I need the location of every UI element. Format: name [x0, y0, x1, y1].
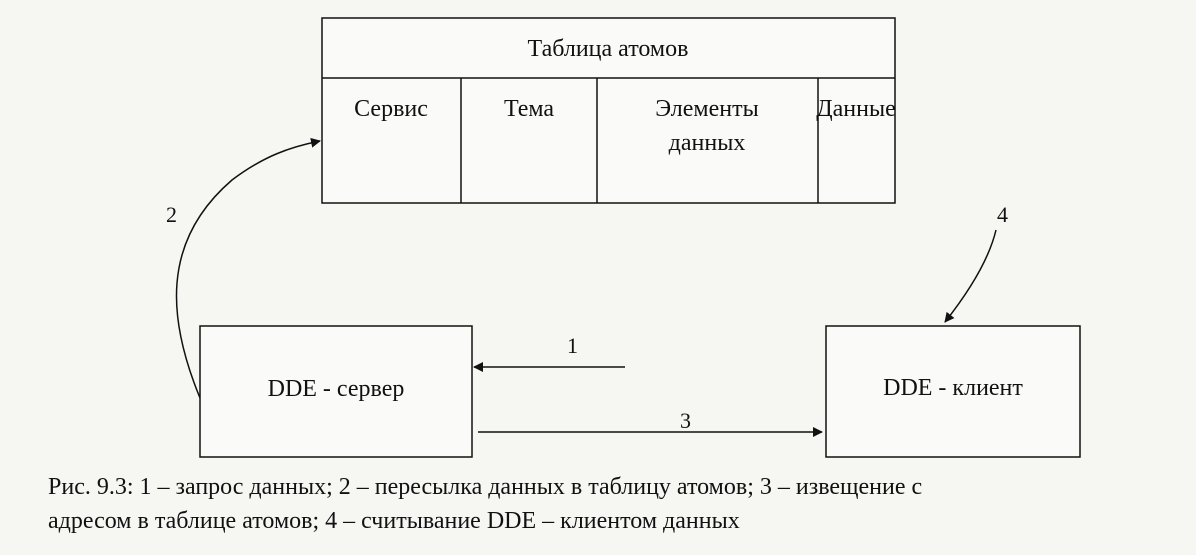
dde-client-box: DDE - клиент — [825, 325, 1081, 458]
arrow-label-2: 2 — [166, 202, 177, 227]
dde-server-label: DDE - сервер — [268, 376, 405, 402]
arrow-label-1: 1 — [567, 333, 578, 358]
arrow-label-4: 4 — [997, 202, 1008, 227]
column-service: Сервис — [354, 96, 428, 122]
figure-caption: Рис. 9.3: 1 – запрос данных; 2 – пересыл… — [48, 470, 1168, 538]
figure-caption-line1: Рис. 9.3: 1 – запрос данных; 2 – пересыл… — [48, 474, 923, 500]
atom-table: Таблица атомов Сервис Тема Элементы данн… — [321, 17, 896, 204]
dde-client-label: DDE - клиент — [883, 375, 1023, 401]
dde-client-frame — [825, 325, 1081, 458]
column-topic: Тема — [504, 96, 554, 122]
arrow-read-data — [944, 229, 997, 323]
atom-table-frame — [321, 17, 896, 204]
figure-caption-line2: адресом в таблице атомов; 4 – считывание… — [48, 508, 740, 534]
column-data: Данные — [816, 96, 896, 122]
column-data-elements-line1: Элементы — [655, 96, 758, 122]
column-data-elements-line2: данных — [669, 130, 746, 156]
atom-table-title: Таблица атомов — [528, 36, 689, 62]
dde-server-frame — [199, 325, 473, 458]
arrow-label-3: 3 — [680, 408, 691, 433]
arrow-send-to-atom-table — [175, 137, 321, 399]
dde-server-box: DDE - сервер — [199, 325, 473, 458]
